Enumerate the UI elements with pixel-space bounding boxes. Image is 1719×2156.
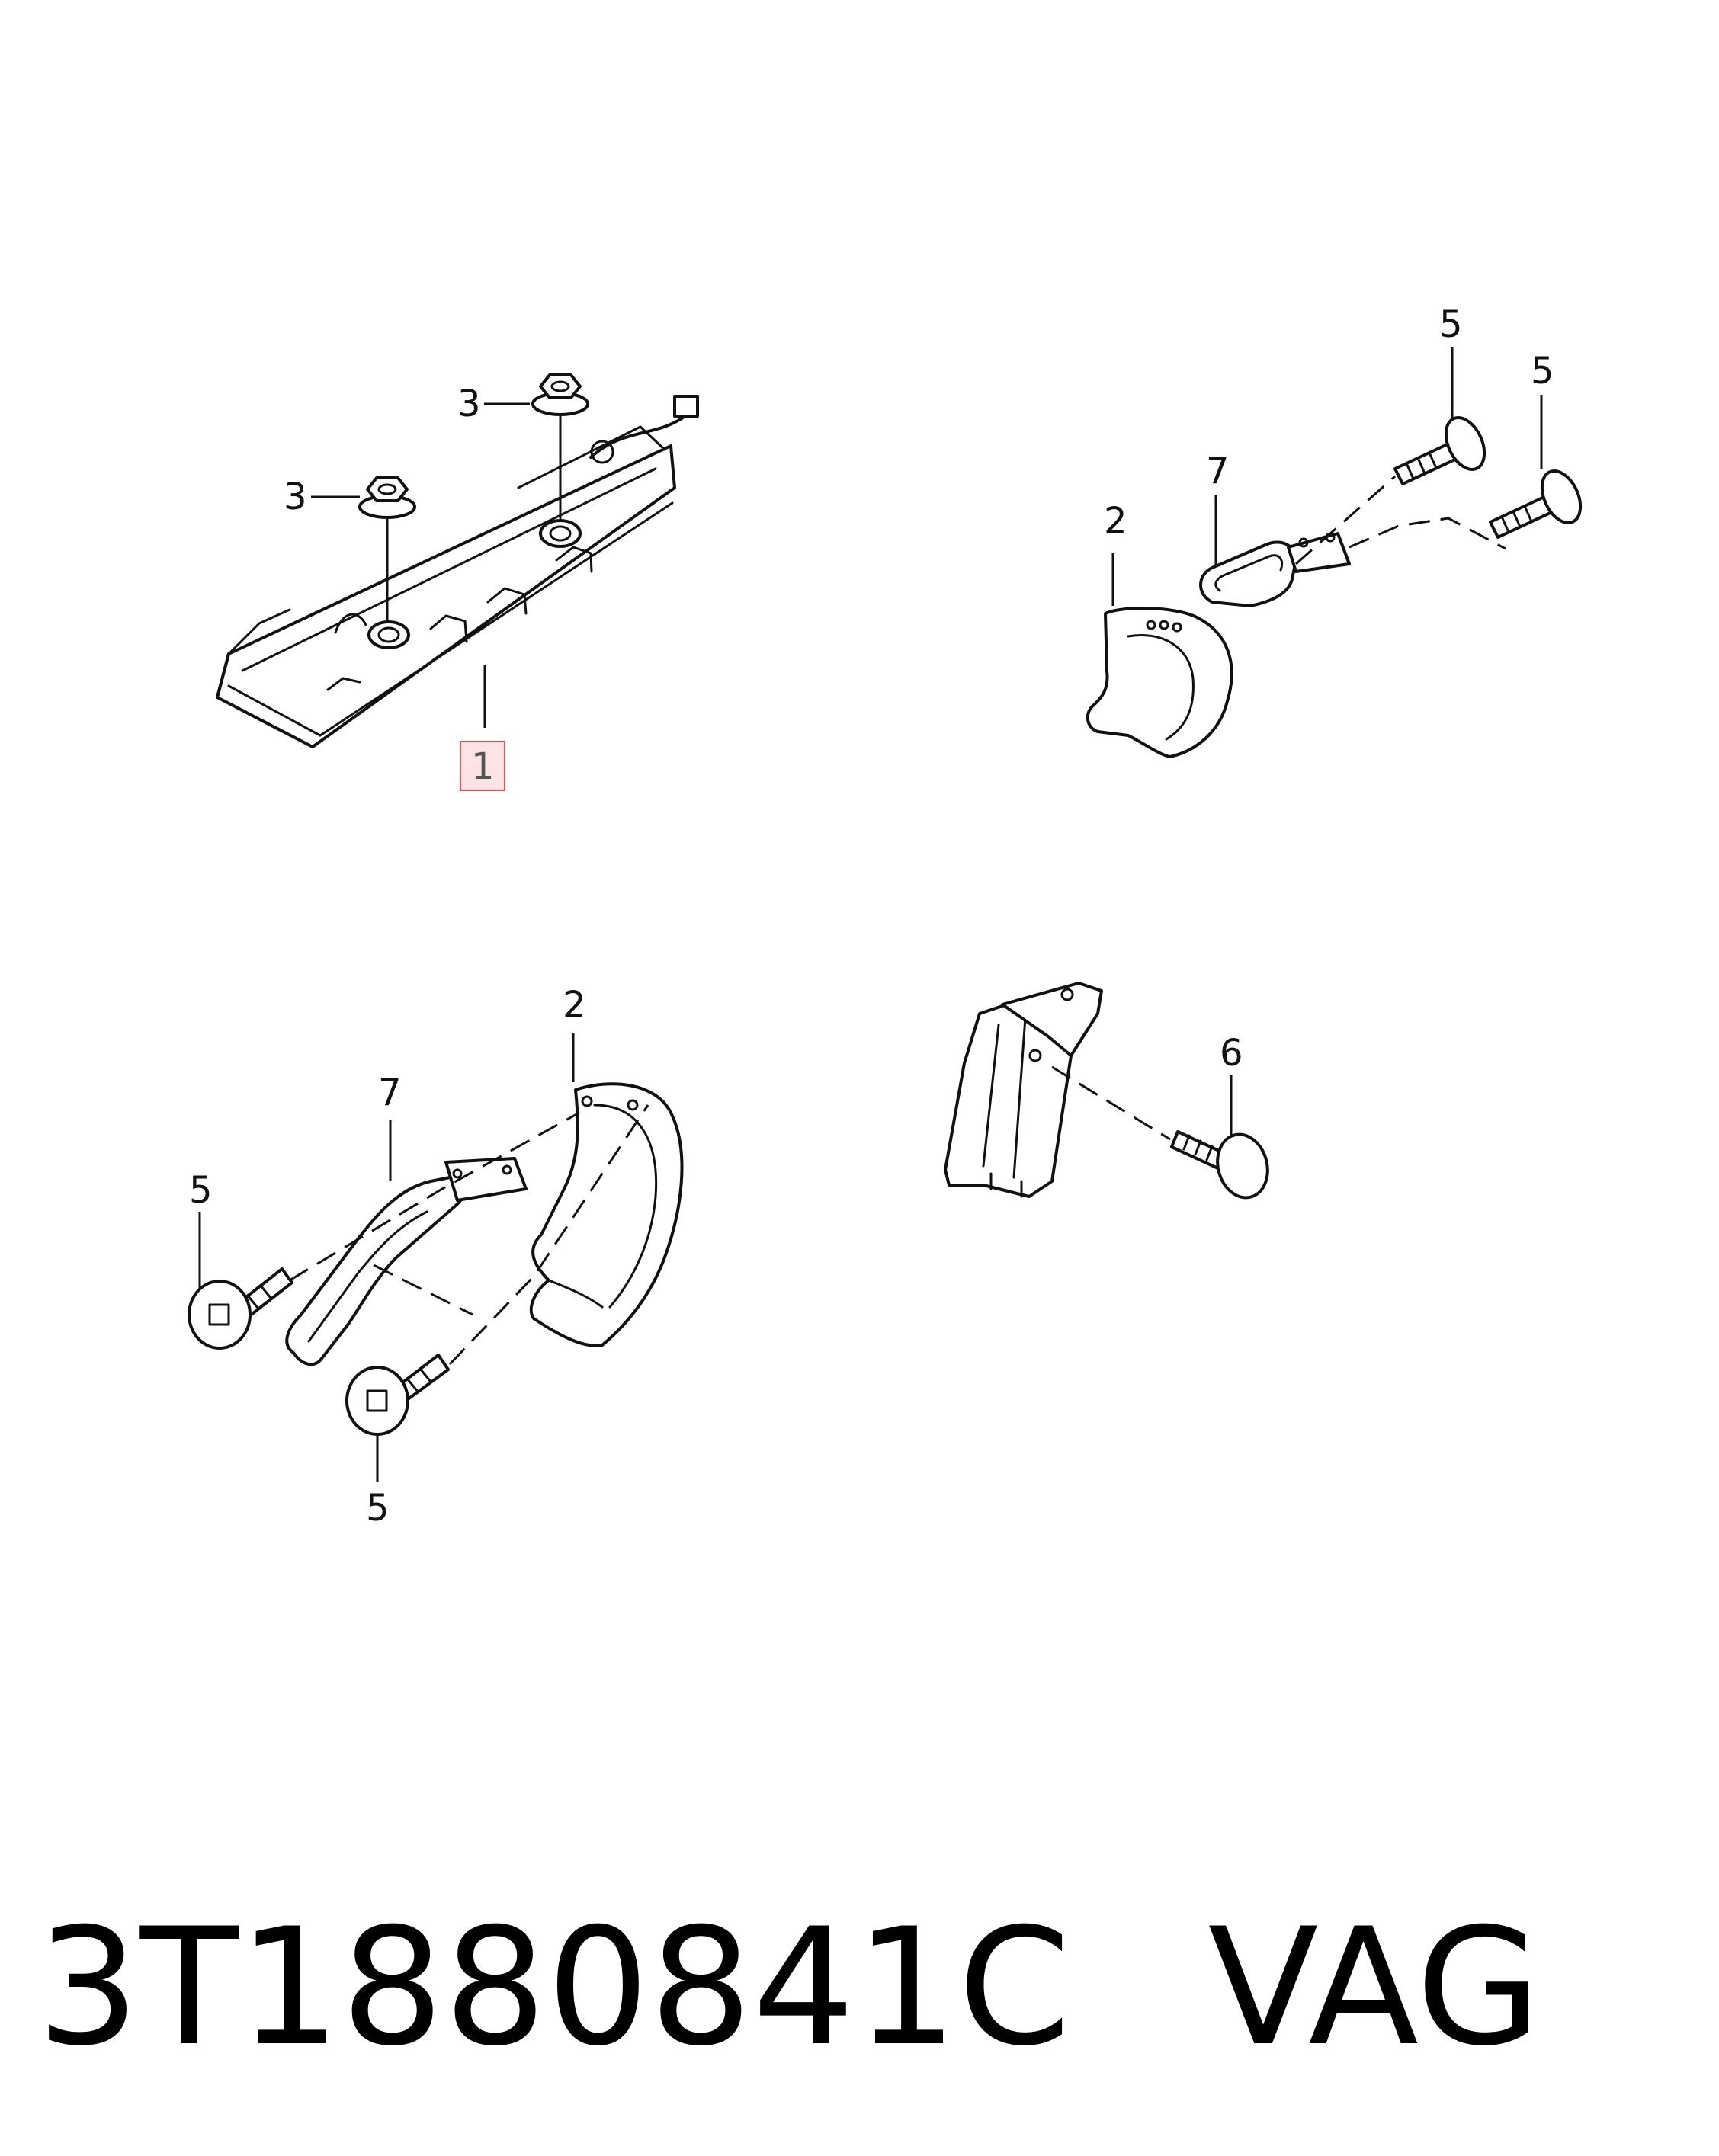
- callout-5: 5: [366, 1487, 390, 1530]
- sensor-bracket-assembly: 6: [944, 982, 1269, 1200]
- torx-bolt-icon: [1170, 1075, 1269, 1200]
- mounting-stud-right: [539, 519, 582, 548]
- flange-nut-icon: [358, 476, 416, 621]
- brand-name: VAG: [1207, 1893, 1541, 2081]
- torx-bolt-icon: [1393, 347, 1486, 485]
- torx-bolt-icon: [345, 1354, 450, 1482]
- cable-holder-clip: [285, 1157, 528, 1366]
- mounting-bracket: [529, 1082, 684, 1347]
- callout-2: 2: [563, 984, 586, 1027]
- airbag-module-housing: [216, 395, 699, 748]
- bracket-assembly-top-right: 2 7 5 5: [1086, 303, 1583, 758]
- airbag-module-assembly: 3 3 1: [216, 373, 699, 791]
- callout-6: 6: [1220, 1032, 1243, 1075]
- cable-holder-clip: [1199, 532, 1351, 607]
- mounting-stud-left: [334, 613, 410, 649]
- svg-text:1: 1: [471, 745, 495, 788]
- callout-5: 5: [1531, 350, 1554, 392]
- mounting-bracket: [1086, 607, 1233, 758]
- torx-bolt-icon: [188, 1212, 293, 1350]
- sensor-housing: [944, 982, 1103, 1198]
- callout-3: 3: [457, 383, 481, 425]
- bracket-assembly-bottom-left: 2 7 5 5: [188, 984, 684, 1530]
- part-footer: 3T1880841C VAG: [37, 1896, 1541, 2079]
- callout-3: 3: [284, 476, 307, 518]
- callout-5: 5: [189, 1169, 213, 1212]
- part-number: 3T1880841C: [37, 1893, 1071, 2081]
- callout-5: 5: [1439, 303, 1463, 346]
- callout-7: 7: [1206, 450, 1230, 492]
- callout-2: 2: [1104, 500, 1127, 543]
- torx-bolt-icon: [1489, 395, 1583, 539]
- callout-7: 7: [378, 1072, 402, 1114]
- callout-1-highlighted: 1: [460, 741, 505, 791]
- flange-nut-icon: [531, 373, 589, 522]
- wire-connector-icon: [589, 395, 699, 464]
